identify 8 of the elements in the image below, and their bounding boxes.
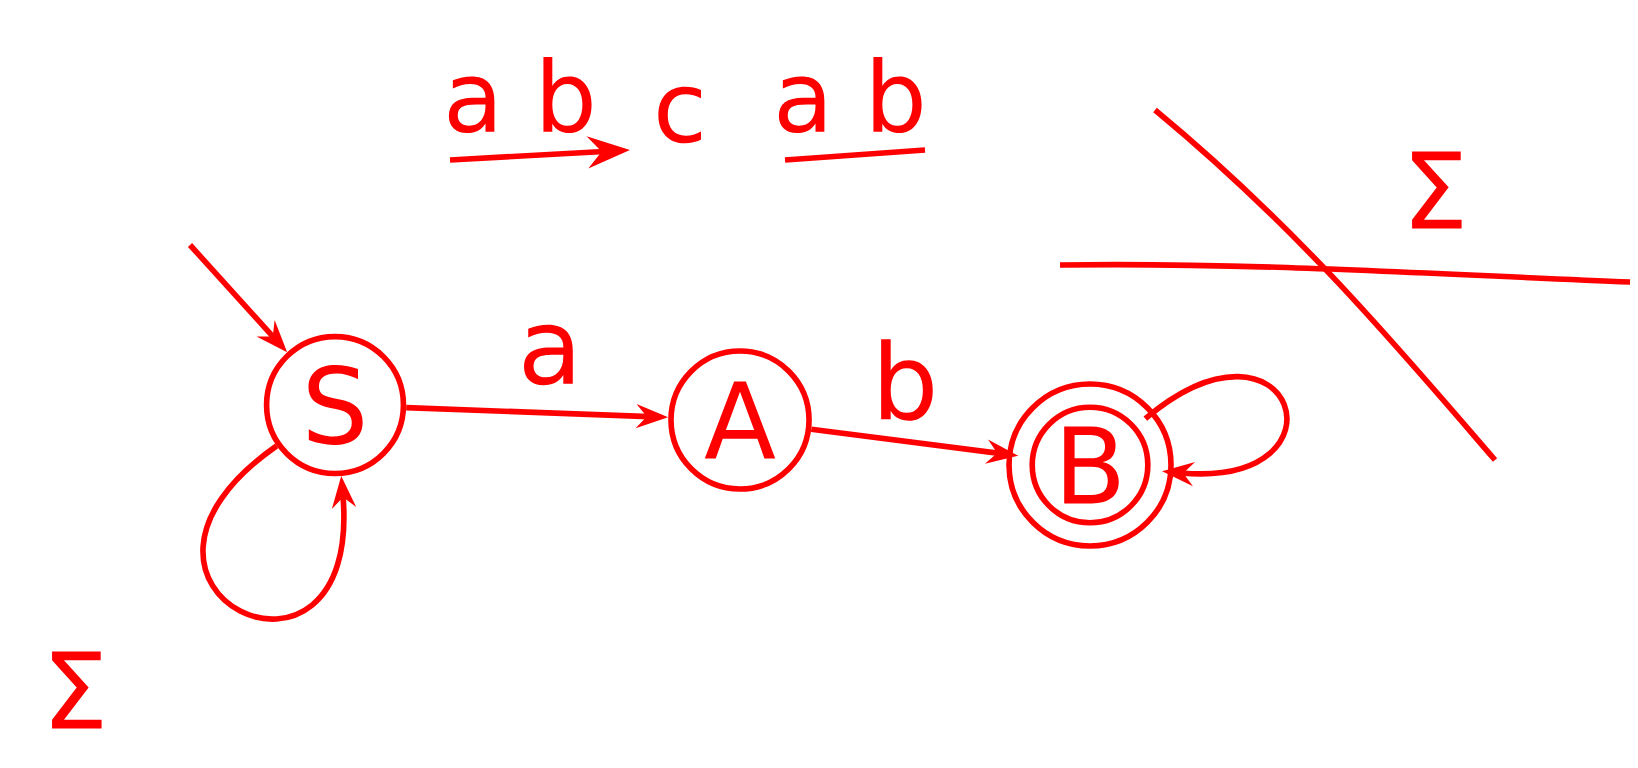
edge-label: b: [881, 339, 933, 421]
edge-label: Σ: [52, 651, 102, 729]
edge-label: Σ: [1412, 151, 1462, 229]
string-label: c: [658, 86, 701, 144]
string-label: a b: [778, 56, 922, 134]
self-loop-arrow: [1143, 373, 1290, 487]
string-label: a b: [448, 56, 592, 134]
edge-label: a: [524, 324, 573, 386]
